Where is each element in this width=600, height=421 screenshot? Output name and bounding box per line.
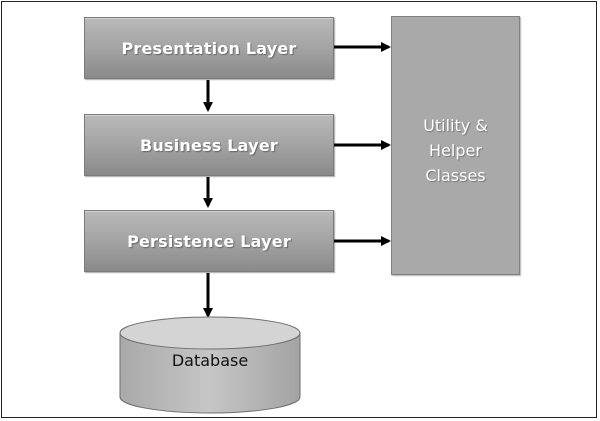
persistence-layer-label: Persistence Layer [127, 231, 291, 251]
database-cylinder [119, 316, 301, 414]
utility-label-line-2: Helper [429, 141, 482, 160]
utility-helper-classes-box: Utility & Helper Classes [391, 16, 520, 275]
utility-label-line-1: Utility & [423, 116, 488, 135]
presentation-layer-label: Presentation Layer [121, 38, 297, 58]
business-layer-label: Business Layer [140, 135, 278, 155]
utility-label-line-3: Classes [425, 166, 486, 185]
database-label: Database [171, 351, 249, 370]
utility-helper-classes-label: Utility & Helper Classes [392, 113, 519, 188]
presentation-layer-box: Presentation Layer [84, 17, 334, 79]
business-layer-box: Business Layer [84, 114, 334, 176]
persistence-layer-box: Persistence Layer [84, 210, 334, 272]
